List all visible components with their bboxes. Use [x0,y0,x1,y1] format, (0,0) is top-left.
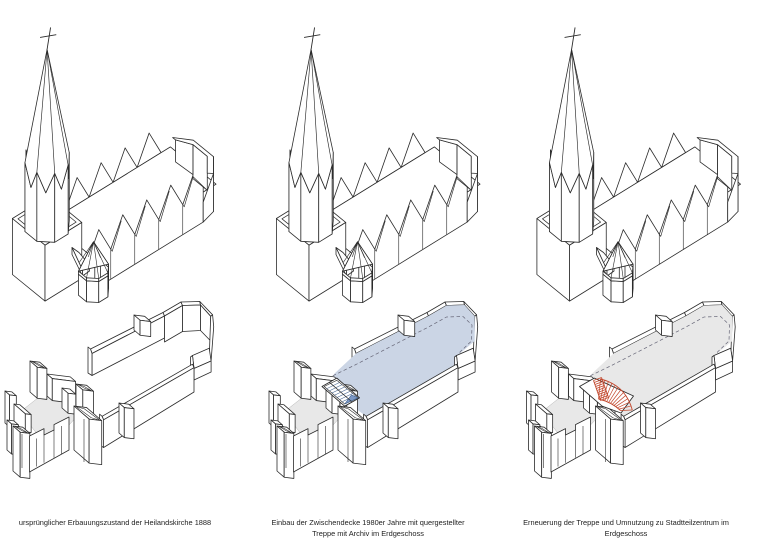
svg-text:ursprünglicher Erbauungszustan: ursprünglicher Erbauungszustand der Heil… [19,518,211,527]
svg-text:Erdgeschoss: Erdgeschoss [605,529,648,538]
svg-text:Erneuerung der Treppe und Umnu: Erneuerung der Treppe und Umnutzung zu S… [523,518,729,527]
svg-text:Einbau der Zwischendecke 1980e: Einbau der Zwischendecke 1980er Jahre mi… [271,518,465,527]
svg-text:Treppe mit Archiv im Erdgescho: Treppe mit Archiv im Erdgeschoss [312,529,424,538]
